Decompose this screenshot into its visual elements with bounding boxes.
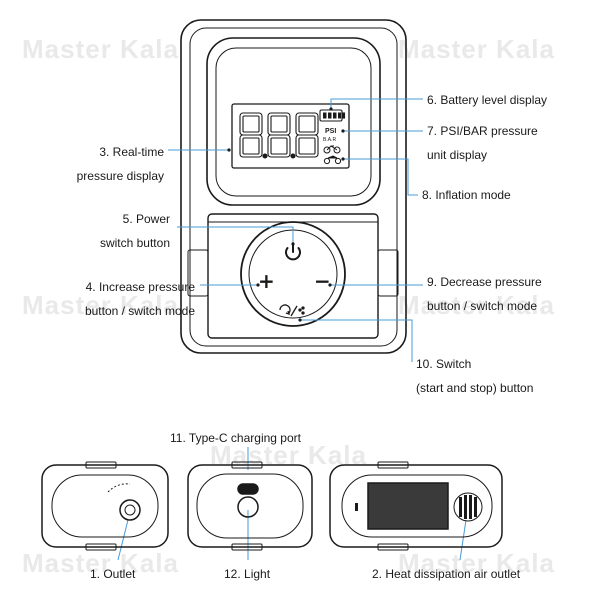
- callout-lines: [117, 98, 467, 561]
- label-text: 9. Decrease pressure: [427, 275, 542, 289]
- label-text: pressure display: [76, 169, 164, 183]
- light-end-view: [187, 461, 313, 551]
- label-text: 7. PSI/BAR pressure: [427, 124, 538, 138]
- motorcycle-icon: [323, 155, 342, 165]
- label-battery-display: 6. Battery level display: [427, 93, 548, 107]
- device-body-outline: [180, 19, 407, 354]
- lcd-digits: [239, 112, 319, 159]
- minus-button[interactable]: −: [314, 269, 331, 293]
- control-pad-ring: [240, 221, 346, 327]
- label-outlet: 1. Outlet: [90, 567, 136, 581]
- outlet-end-view: [41, 461, 169, 551]
- label-inflation-mode: 8. Inflation mode: [422, 188, 511, 202]
- label-text: (start and stop) button: [416, 381, 534, 395]
- screen-bezel: [206, 37, 381, 206]
- plus-icon: +: [258, 269, 275, 293]
- bicycle-icon: [323, 145, 341, 154]
- callout-dots: [227, 107, 345, 322]
- bar-unit-text: B.A.R: [323, 137, 336, 143]
- watermark: Master Kala: [22, 290, 179, 320]
- start-stop-icon: [279, 304, 305, 317]
- label-psi-bar-display: 7. PSI/BAR pressure unit display: [427, 119, 538, 167]
- label-text: 4. Increase pressure: [85, 280, 195, 294]
- label-text: 3. Real-time: [99, 145, 164, 159]
- watermark: Master Kala: [398, 290, 555, 320]
- label-text: 10. Switch: [416, 357, 472, 371]
- label-text: unit display: [427, 148, 488, 162]
- watermark: Master Kala: [398, 548, 555, 578]
- label-start-stop-button: 10. Switch (start and stop) button: [416, 352, 533, 400]
- watermark: Master Kala: [22, 34, 179, 64]
- label-text: button / switch mode: [84, 304, 195, 318]
- light-lens: [237, 496, 259, 518]
- vent-slots: [459, 495, 477, 519]
- label-power-button: 5. Power switch button: [40, 207, 170, 255]
- label-decrease-button: 9. Decrease pressure button / switch mod…: [427, 270, 542, 318]
- psi-unit-text: PSI: [325, 128, 336, 135]
- type-c-port: [237, 483, 259, 495]
- label-increase-button: 4. Increase pressure button / switch mod…: [20, 275, 195, 323]
- label-text: 5. Power: [122, 212, 170, 226]
- minus-icon: −: [314, 269, 331, 293]
- label-text: switch button: [99, 236, 170, 250]
- heat-vent-end-view: [329, 461, 503, 551]
- watermark: Master Kala: [398, 34, 555, 64]
- plus-button[interactable]: +: [258, 269, 275, 293]
- lcd-panel: [231, 103, 350, 169]
- label-real-time-display: 3. Real-time pressure display: [40, 140, 164, 188]
- watermark: Master Kala: [22, 548, 179, 578]
- device-front-view: [180, 19, 407, 354]
- label-type-c-port: 11. Type-C charging port: [170, 431, 301, 445]
- label-light: 12. Light: [224, 567, 271, 581]
- label-heat-outlet: 2. Heat dissipation air outlet: [372, 567, 521, 581]
- battery-icon: [319, 109, 346, 122]
- label-text: button / switch mode: [427, 299, 538, 313]
